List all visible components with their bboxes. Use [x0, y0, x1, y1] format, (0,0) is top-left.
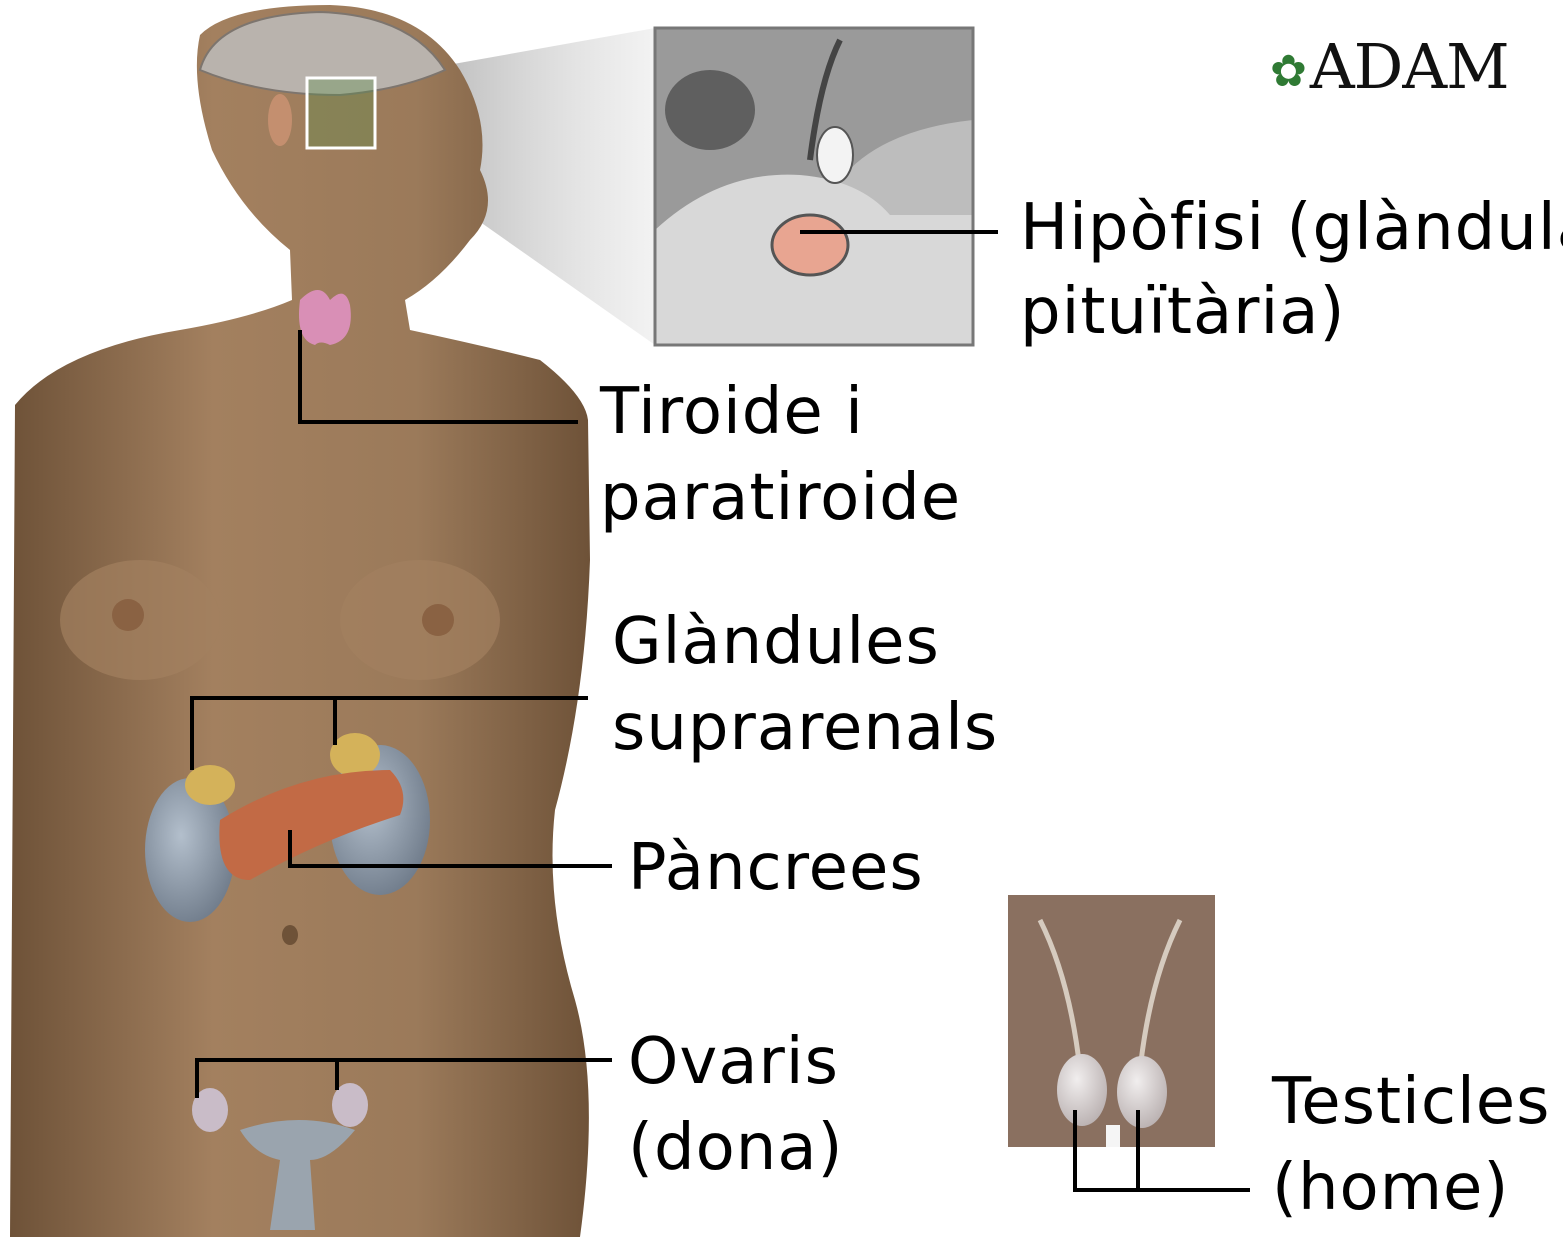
adam-logo-icon: ✿ [1270, 46, 1306, 97]
label-adrenal-1: Glàndules [612, 600, 940, 684]
adrenal-right [330, 733, 380, 777]
testis-left [1057, 1054, 1107, 1126]
navel [282, 925, 298, 945]
thyroid-gland [299, 290, 351, 345]
label-testes-2: (home) [1272, 1146, 1509, 1230]
label-ovaries-1: Ovaris [628, 1020, 839, 1104]
nipple-right [422, 604, 454, 636]
label-thyroid-2: paratiroide [600, 456, 961, 540]
nipple-left [112, 599, 144, 631]
pituitary-inset [655, 28, 973, 345]
breast-right [340, 560, 500, 680]
label-testes-1: Testicles [1272, 1060, 1551, 1144]
adam-logo: ✿ADAM [1270, 30, 1509, 103]
label-thyroid-1: Tiroide i [600, 370, 864, 454]
pituitary-gland [772, 215, 848, 275]
label-pancreas: Pàncrees [628, 826, 924, 910]
label-ovaries-2: (dona) [628, 1106, 844, 1190]
ear [268, 94, 292, 146]
adrenal-left [185, 765, 235, 805]
label-pituitary-2: pituïtària) [1020, 270, 1345, 354]
label-adrenal-2: suprarenals [612, 686, 998, 770]
pituitary-highlight-box [307, 78, 375, 148]
testes-inset [1008, 895, 1215, 1147]
testis-right [1117, 1056, 1167, 1128]
label-pituitary-1: Hipòfisi (glàndula [1020, 186, 1563, 270]
